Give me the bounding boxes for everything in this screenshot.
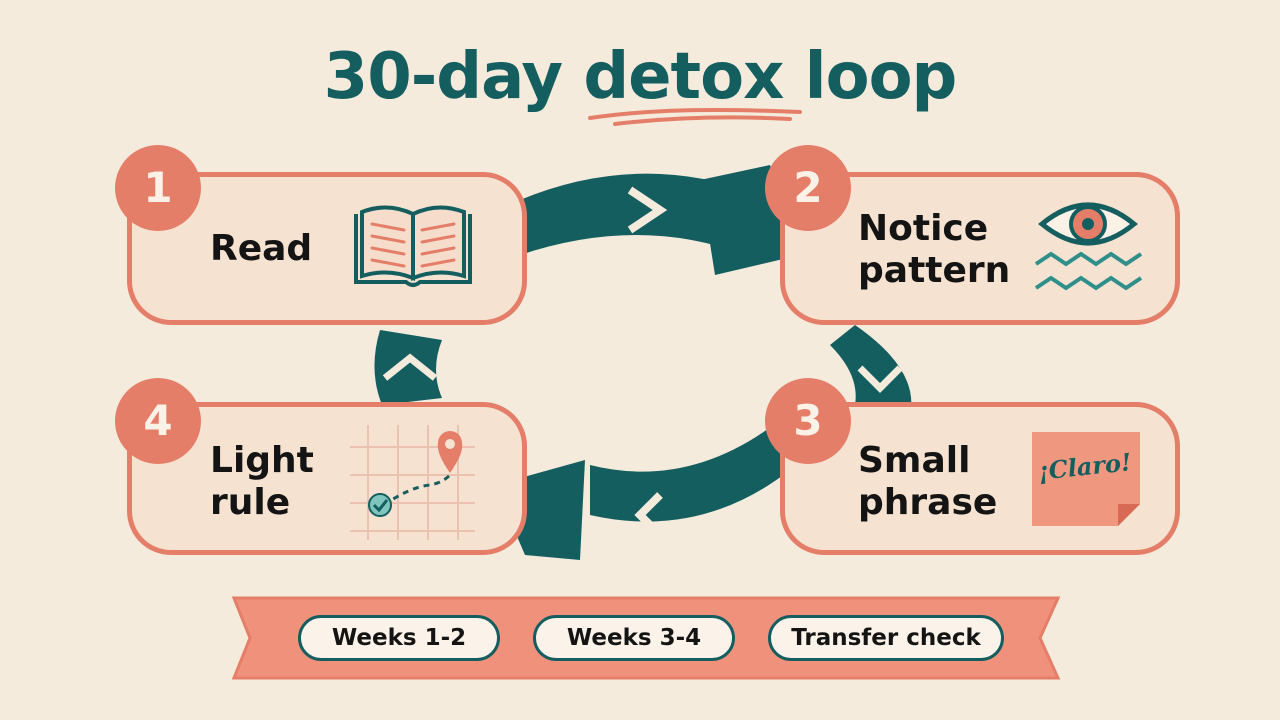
- eye-icon: [1034, 202, 1143, 291]
- loop-arrow-top: [520, 165, 800, 275]
- step-number-4: 4: [115, 378, 201, 464]
- timeline-pill-transfer-check: Transfer check: [768, 615, 1004, 661]
- timeline-pill-weeks-1-2: Weeks 1-2: [298, 615, 500, 661]
- step-number-3: 3: [765, 378, 851, 464]
- step-label-light-rule-line1: Light: [210, 440, 314, 481]
- loop-arrow-left: [374, 330, 442, 405]
- sticky-note-icon: ¡Claro!: [1030, 430, 1142, 528]
- step-number-2: 2: [765, 145, 851, 231]
- sticky-note-shape: [1032, 432, 1140, 526]
- step-label-notice-pattern-line1: Notice: [858, 208, 989, 249]
- step-label-small-phrase-line2: phrase: [858, 482, 998, 523]
- loop-arrow-right: [830, 325, 912, 415]
- step-number-1: 1: [115, 145, 201, 231]
- step-label-notice-pattern: Notice pattern: [858, 208, 1010, 292]
- timeline-pill-weeks-3-4: Weeks 3-4: [533, 615, 735, 661]
- open-book-icon: [354, 205, 472, 287]
- step-label-read: Read: [210, 228, 313, 269]
- map-pin-icon: [350, 425, 475, 540]
- step-label-small-phrase: Small phrase: [858, 440, 997, 524]
- step-label-notice-pattern-line2: pattern: [858, 250, 1011, 291]
- title-underline: [588, 108, 802, 126]
- step-label-light-rule-line2: rule: [210, 482, 291, 523]
- step-label-small-phrase-line1: Small: [858, 440, 971, 481]
- loop-arrow-bottom: [495, 420, 790, 560]
- page-title: 30-day detox loop: [323, 40, 958, 114]
- step-label-light-rule: Light rule: [210, 440, 314, 524]
